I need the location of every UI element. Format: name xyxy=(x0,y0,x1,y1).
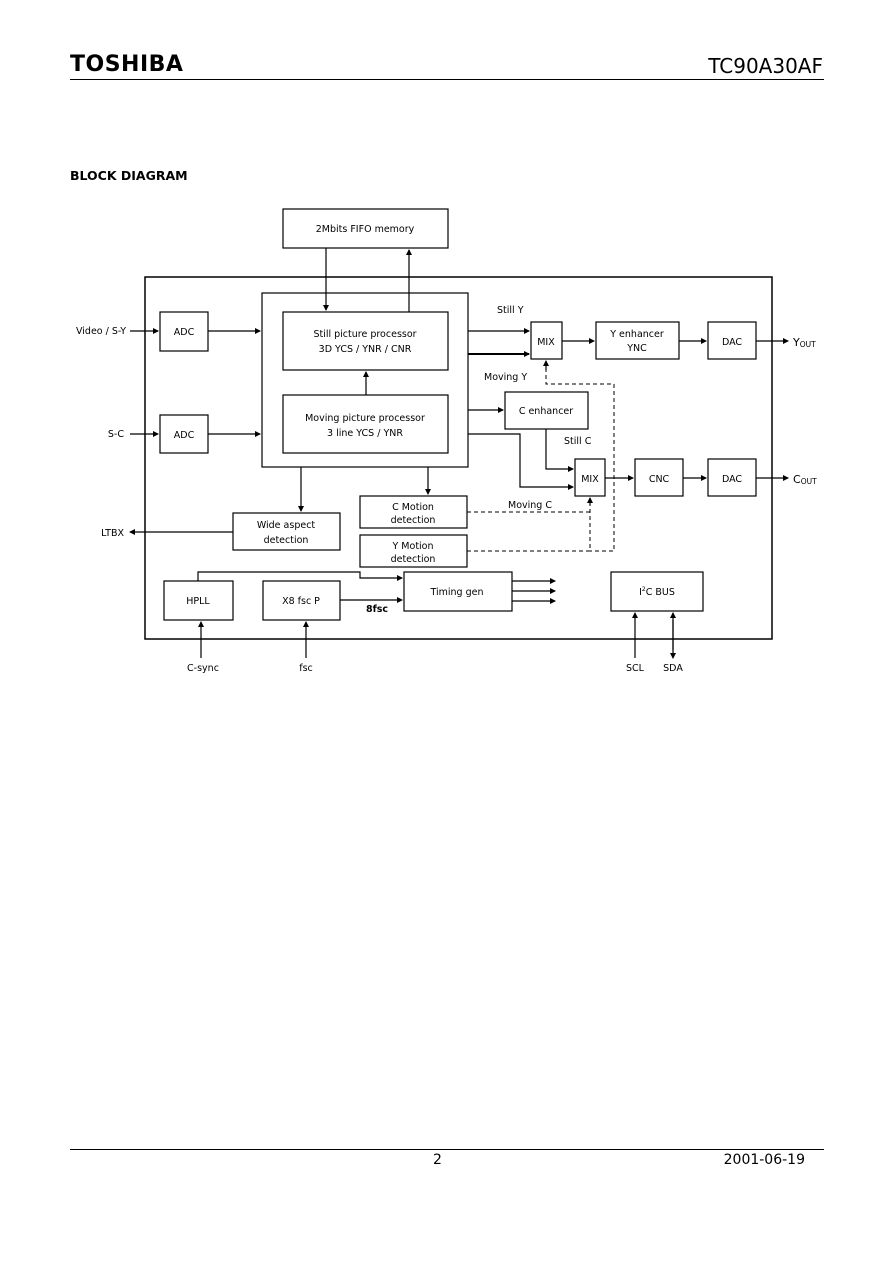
mix-block-y xyxy=(530,321,563,360)
pin-csync-label: C-sync xyxy=(187,663,219,674)
input-video-label: Video / S-Y xyxy=(76,326,126,337)
fifo-memory-label: 2Mbits FIFO memory xyxy=(316,224,415,235)
c-motion-line1: C Motion xyxy=(392,502,434,513)
timing-gen-label: Timing gen xyxy=(429,587,483,598)
hpll-label: HPLL xyxy=(186,596,210,607)
c-motion-block xyxy=(359,495,468,529)
c-motion-line2: detection xyxy=(391,515,436,526)
output-y-label: YOUT xyxy=(792,336,816,349)
input-sc-label: S-C xyxy=(108,429,124,440)
y-motion-line2: detection xyxy=(391,554,436,565)
dac-label-c: DAC xyxy=(722,474,742,485)
part-number: TC90A30AF xyxy=(708,54,823,78)
output-c-label: COUT xyxy=(793,473,817,486)
footer-rule xyxy=(70,1149,824,1150)
fifo-memory-block xyxy=(282,208,449,249)
header-rule xyxy=(70,79,824,80)
y-motion-line1: Y Motion xyxy=(391,541,433,552)
signal-still-c-label: Still C xyxy=(564,436,592,447)
document-date: 2001-06-19 xyxy=(723,1152,805,1168)
wide-aspect-line1: Wide aspect xyxy=(257,520,316,531)
i2c-bus-label: I2C BUS xyxy=(639,586,675,598)
still-picture-processor xyxy=(282,311,449,371)
adc-label-2: ADC xyxy=(174,430,195,441)
cnc-block xyxy=(634,458,684,497)
timing-gen-block xyxy=(403,571,513,612)
page-number: 2 xyxy=(433,1152,442,1168)
pin-scl-label: SCL xyxy=(626,663,645,674)
x8-fsc-block xyxy=(262,580,341,621)
moving-picture-processor xyxy=(282,394,449,454)
moving-processor-line1: Moving picture processor xyxy=(305,413,425,424)
y-enhancer-block xyxy=(595,321,680,360)
section-title: BLOCK DIAGRAM xyxy=(70,168,188,183)
x8-fsc-label: X8 fsc P xyxy=(282,596,320,607)
signal-still-y-label: Still Y xyxy=(497,305,524,316)
still-processor-line2: 3D YCS / YNR / CNR xyxy=(319,344,412,355)
y-enhancer-line2: YNC xyxy=(626,343,647,354)
adc-label-1: ADC xyxy=(174,327,195,338)
mix-label-y: MIX xyxy=(537,337,555,348)
still-processor-line1: Still picture processor xyxy=(313,329,416,340)
wide-aspect-block xyxy=(232,512,341,551)
toshiba-logo: TOSHIBA xyxy=(70,52,184,77)
cnc-label: CNC xyxy=(649,474,670,485)
pin-sda-label: SDA xyxy=(663,663,683,674)
c-enhancer-label: C enhancer xyxy=(519,406,573,417)
dac-label-y: DAC xyxy=(722,337,742,348)
y-enhancer-line1: Y enhancer xyxy=(609,329,664,340)
mix-label-c: MIX xyxy=(581,474,599,485)
signal-moving-c-label: Moving C xyxy=(508,500,552,511)
output-ltbx-label: LTBX xyxy=(101,528,124,539)
moving-processor-line2: 3 line YCS / YNR xyxy=(327,428,403,439)
signal-8fsc-label: 8fsc xyxy=(366,604,388,615)
pin-fsc-label: fsc xyxy=(299,663,313,674)
dac-block-c xyxy=(707,458,757,497)
wide-aspect-line2: detection xyxy=(264,535,309,546)
signal-moving-y-label: Moving Y xyxy=(484,372,527,383)
y-motion-block xyxy=(359,534,468,568)
dac-block-y xyxy=(707,321,757,360)
i2c-bus-block xyxy=(610,571,704,612)
